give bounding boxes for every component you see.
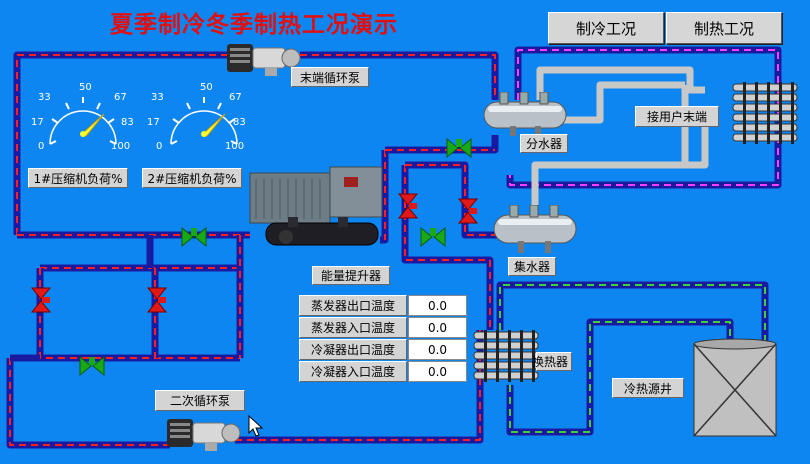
- valve-icon[interactable]: [420, 226, 446, 248]
- gauge-tick: 33: [38, 92, 51, 103]
- secondary-pump-label: 二次循环泵: [155, 390, 245, 411]
- temp-name: 蒸发器入口温度: [299, 317, 407, 338]
- temp-value: 0.0: [408, 317, 467, 338]
- gauge-tick: 0: [38, 141, 45, 152]
- temp-row: 蒸发器入口温度 0.0: [299, 317, 467, 338]
- energy-lift-label: 能量提升器: [312, 266, 390, 285]
- valve-icon[interactable]: [457, 198, 479, 224]
- compressor-icon[interactable]: [248, 165, 388, 260]
- gauge-tick: 67: [114, 92, 127, 103]
- gauge-tick: 83: [233, 117, 246, 128]
- gauge-tick: 100: [225, 141, 245, 152]
- cooling-mode-button[interactable]: 制冷工况: [548, 12, 664, 44]
- coil-icon[interactable]: [725, 78, 805, 150]
- gauge-tick: 17: [31, 117, 44, 128]
- gauge-icon: [49, 97, 117, 145]
- valve-icon[interactable]: [30, 287, 52, 313]
- gauge-tick: 83: [121, 117, 134, 128]
- source-well-label: 冷热源井: [612, 378, 684, 398]
- tank-icon[interactable]: [690, 338, 780, 440]
- valve-icon[interactable]: [446, 137, 472, 159]
- valve-icon[interactable]: [181, 226, 207, 248]
- distributor-label: 分水器: [520, 134, 568, 153]
- valve-icon[interactable]: [397, 193, 419, 219]
- tank-icon[interactable]: [490, 205, 580, 255]
- temp-row: 冷凝器出口温度 0.0: [299, 339, 467, 360]
- collector-label: 集水器: [508, 257, 556, 276]
- temp-name: 冷凝器出口温度: [299, 339, 407, 360]
- temp-name: 蒸发器出口温度: [299, 295, 407, 316]
- tank-icon[interactable]: [480, 92, 570, 137]
- gauge-tick: 50: [79, 82, 92, 93]
- gauge-tick: 100: [111, 141, 131, 152]
- temp-value: 0.0: [408, 339, 467, 360]
- compressor2-load-label: 2#压缩机负荷%: [142, 168, 242, 188]
- end-pump-label: 末端循环泵: [291, 67, 369, 87]
- valve-icon[interactable]: [79, 355, 105, 377]
- temp-row: 冷凝器入口温度 0.0: [299, 361, 467, 382]
- coil-icon[interactable]: [470, 328, 550, 390]
- cursor-icon: [248, 415, 264, 437]
- gauge-tick: 0: [156, 141, 163, 152]
- pump-icon[interactable]: [165, 415, 245, 455]
- gauge-tick: 33: [151, 92, 164, 103]
- user-end-label: 接用户末端: [635, 106, 719, 127]
- gauge-tick: 50: [200, 82, 213, 93]
- gauge-tick: 67: [229, 92, 242, 103]
- heat-exchanger-label: 换热器: [532, 352, 572, 371]
- pump-icon[interactable]: [225, 40, 305, 80]
- temp-name: 冷凝器入口温度: [299, 361, 407, 382]
- page-title: 夏季制冷冬季制热工况演示: [110, 11, 398, 38]
- compressor1-load-label: 1#压缩机负荷%: [28, 168, 128, 188]
- temp-value: 0.0: [408, 295, 467, 316]
- valve-icon[interactable]: [146, 287, 168, 313]
- temp-row: 蒸发器出口温度 0.0: [299, 295, 467, 316]
- gauge-tick: 17: [147, 117, 160, 128]
- temp-value: 0.0: [408, 361, 467, 382]
- heating-mode-button[interactable]: 制热工况: [666, 12, 782, 44]
- gauge-icon: [170, 97, 238, 145]
